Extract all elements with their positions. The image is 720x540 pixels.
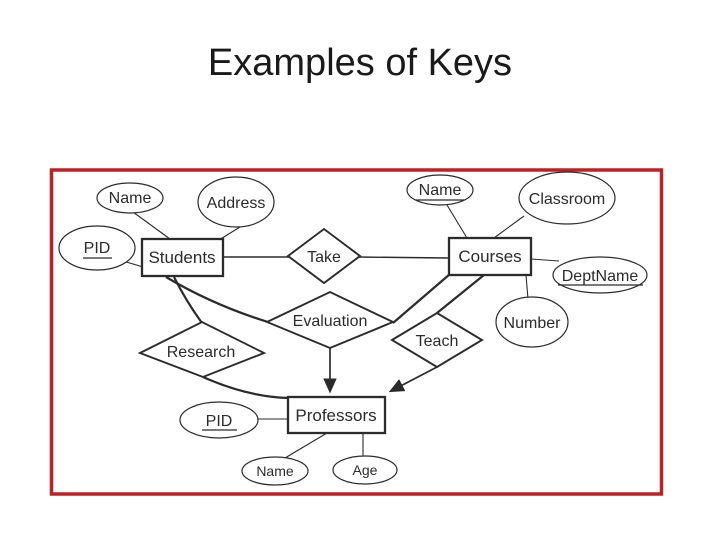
relationship-edges [165, 256, 485, 400]
relationship-take-label: Take [307, 249, 341, 266]
entity-students [140, 237, 225, 278]
attribute-courses-name-label: Name [419, 182, 462, 199]
edge-address-students [218, 226, 241, 241]
relationship-research-label: Research [167, 344, 235, 361]
edge-name-professors [284, 432, 328, 459]
attribute-professors-name [241, 456, 309, 486]
entity-courses-label: Courses [458, 247, 521, 266]
attribute-courses-number [495, 296, 569, 348]
relationship-teach [390, 311, 484, 369]
edge-students-research [173, 276, 203, 324]
edge-teach-courses [436, 274, 485, 314]
edge-research-professors [202, 375, 290, 400]
edge-classroom-courses [493, 215, 525, 239]
entity-professors-label: Professors [295, 406, 376, 425]
entity-students-label: Students [148, 248, 215, 267]
edge-name-students [132, 211, 171, 240]
attribute-courses-classroom-label: Classroom [529, 191, 605, 208]
edge-number-courses [525, 274, 529, 300]
attribute-professors-pid [179, 401, 259, 439]
relationship-teach-label: Teach [416, 333, 459, 350]
attribute-students-name-label: Name [109, 190, 152, 207]
relationship-evaluation [264, 290, 396, 350]
entity-courses [447, 236, 533, 277]
relationship-take [286, 227, 362, 285]
slide-title: Examples of Keys [207, 42, 513, 84]
attribute-courses-number-label: Number [504, 315, 562, 332]
attribute-courses-classroom [518, 171, 616, 225]
edge-teach-professors-arrow [388, 366, 438, 393]
edge-take-courses [357, 256, 450, 259]
attribute-students-address-label: Address [207, 195, 266, 212]
attribute-students-address [197, 176, 275, 228]
attribute-professors-pid-label: PID [206, 413, 233, 430]
entity-professors [286, 395, 387, 435]
attribute-edges [122, 204, 560, 459]
attribute-professors-age [332, 455, 398, 485]
edge-deptname-courses [530, 258, 560, 262]
edge-students-evaluation [165, 276, 269, 324]
attribute-courses-name [406, 174, 474, 206]
edge-name-courses [446, 204, 468, 239]
attribute-professors-age-label: Age [353, 462, 378, 478]
attribute-students-pid [58, 225, 136, 271]
attribute-courses-deptname [552, 256, 648, 294]
diagram-frame [49, 168, 664, 496]
attribute-students-name [96, 182, 164, 214]
edge-evaluation-courses [392, 273, 451, 324]
relationship-evaluation-label: Evaluation [293, 313, 368, 330]
relationship-research [137, 320, 267, 379]
attribute-courses-deptname-label: DeptName [562, 268, 639, 285]
attribute-professors-name-label: Name [256, 463, 294, 479]
attribute-students-pid-label: PID [84, 240, 111, 257]
